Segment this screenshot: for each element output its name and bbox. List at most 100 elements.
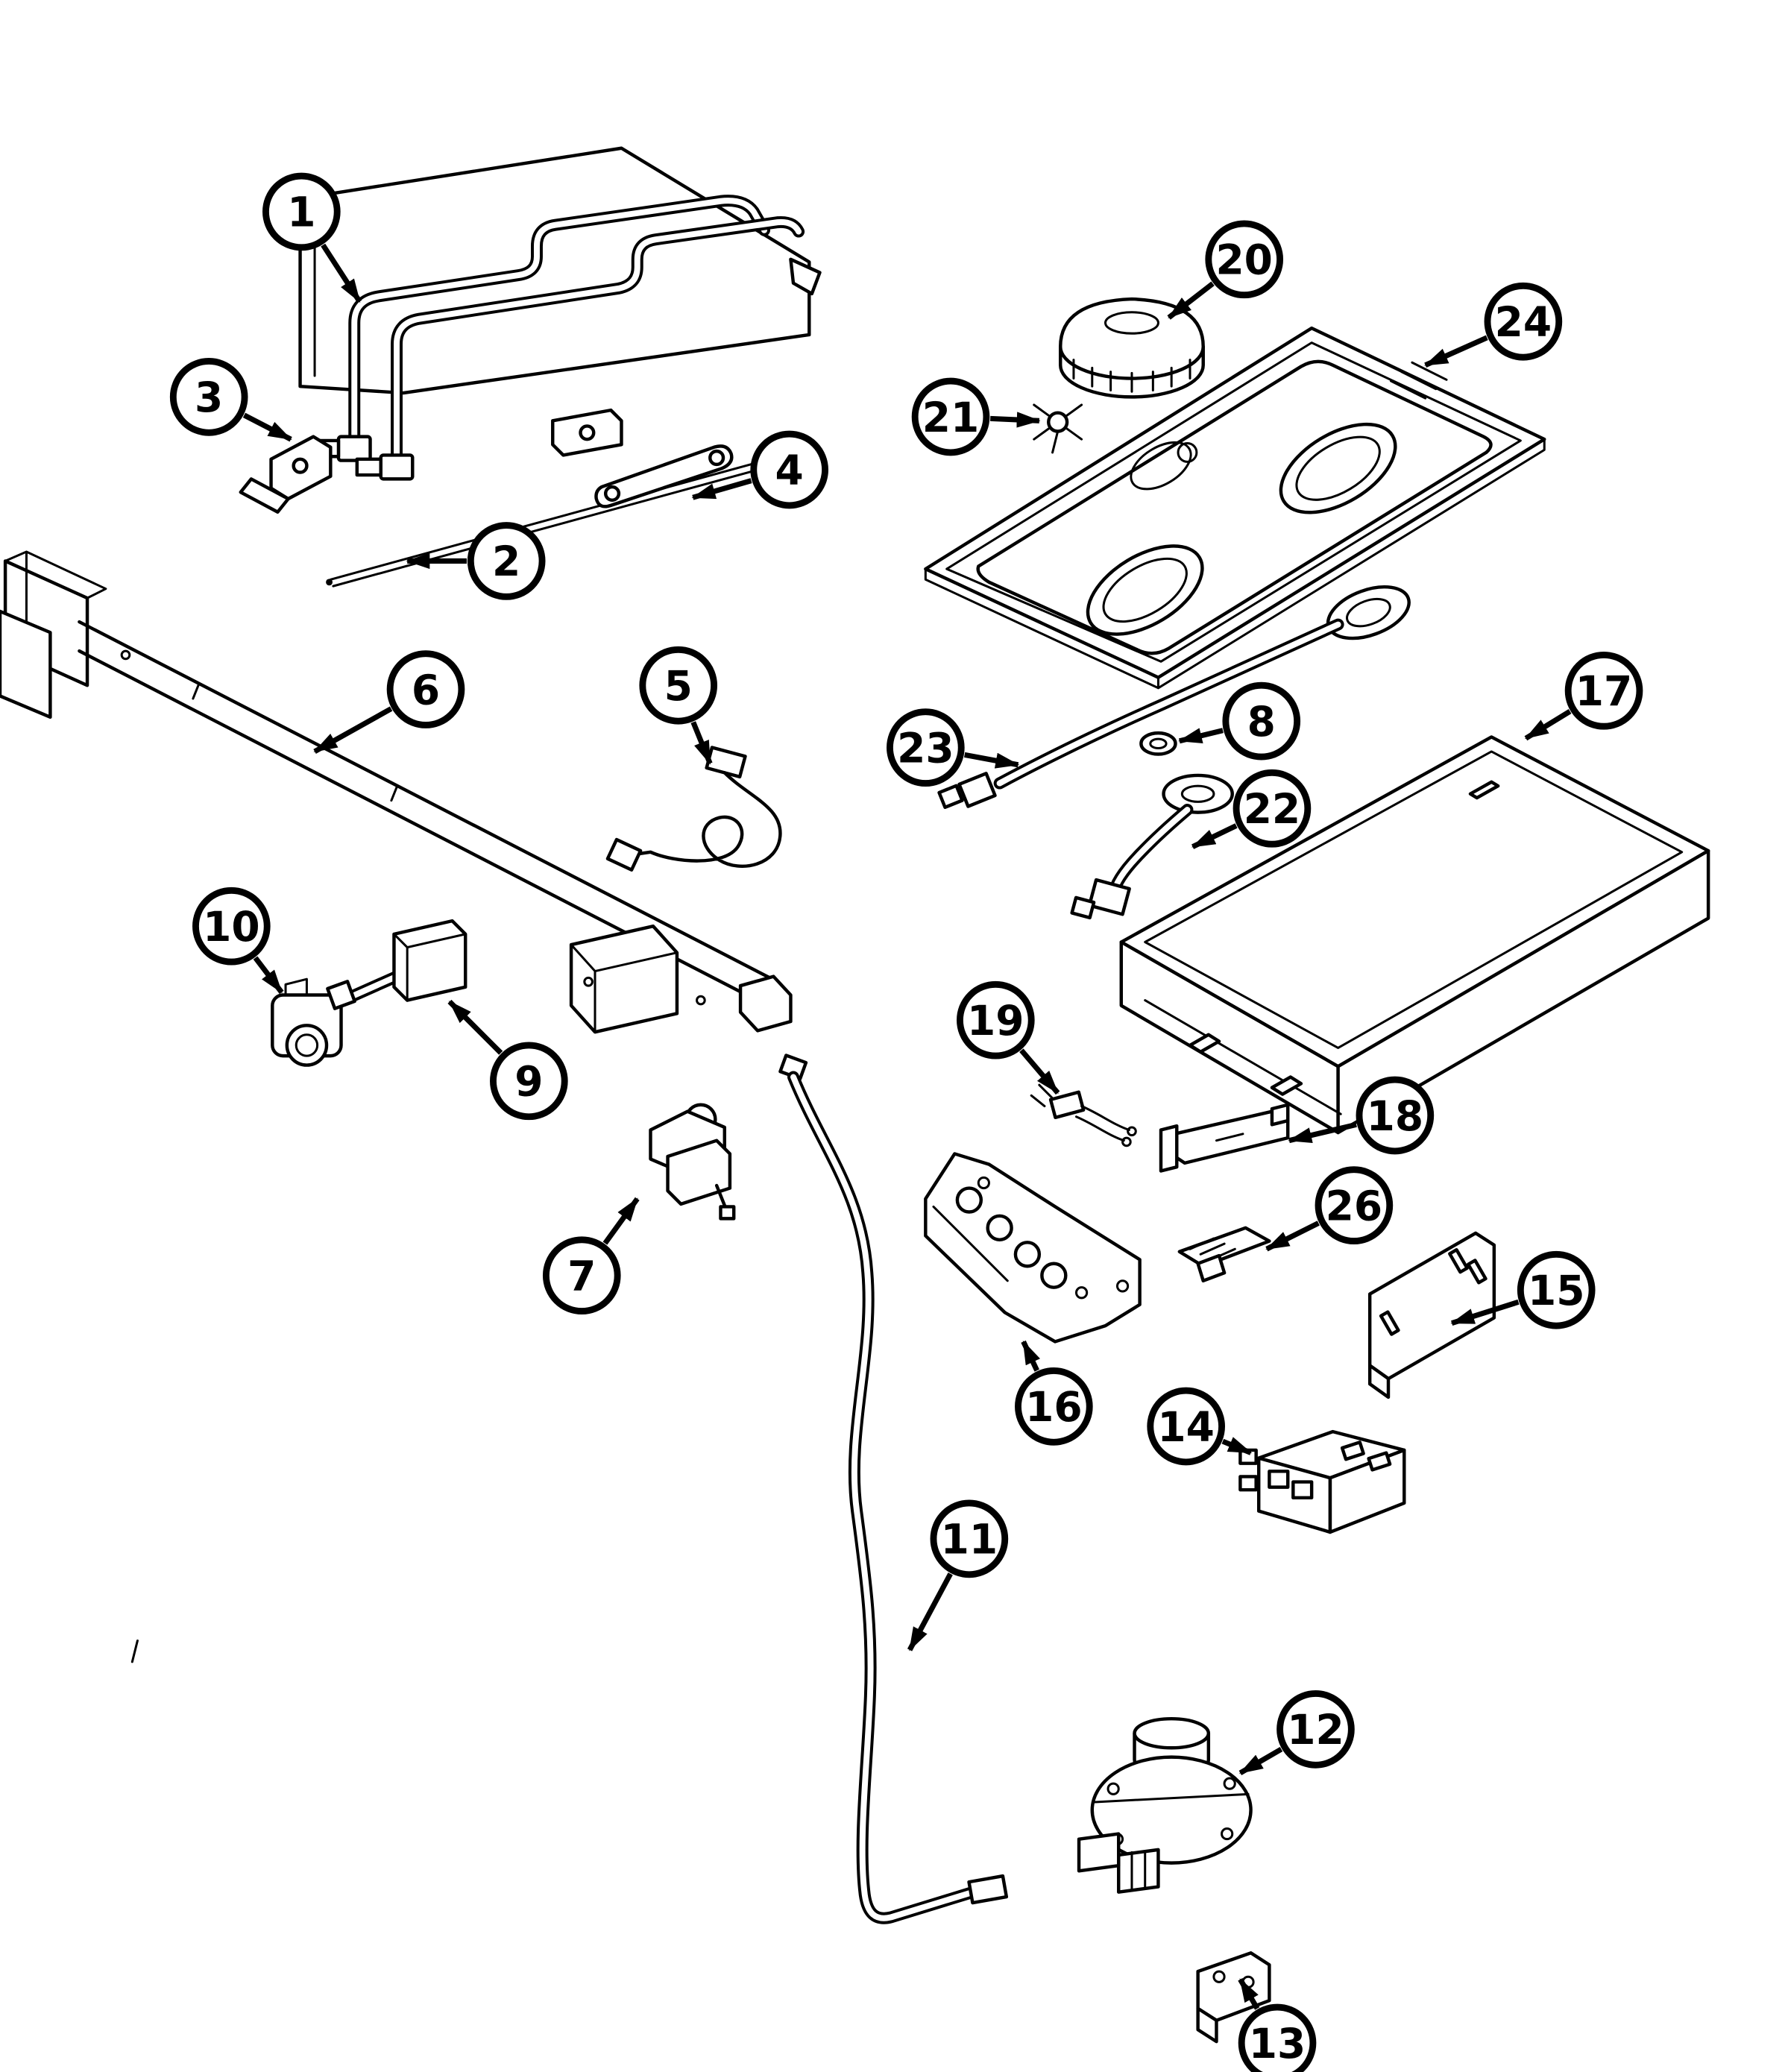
switch-boss: [285, 1024, 329, 1067]
callout-17: 17: [1524, 651, 1643, 741]
bar18-right-tab: [1270, 1103, 1290, 1127]
igniter21-stem: [1051, 430, 1060, 454]
bracket16-hole-1: [955, 1186, 983, 1214]
callout-6: 6: [313, 650, 465, 755]
igniter19-block: [1048, 1090, 1086, 1120]
part-2-rod: [326, 460, 764, 588]
callout-21-arrow: [990, 412, 1041, 428]
part-1-manifold-assembly: [298, 146, 822, 481]
callout-15-arrow: [1450, 1299, 1520, 1326]
electrode-connector: [605, 837, 643, 872]
callouts-layer: 1234567891011121314151617181920212223242…: [169, 172, 1643, 2072]
part-26-ribbed-bracket: [1177, 1226, 1271, 1283]
part-4-link: [594, 444, 734, 508]
callout-16: 16: [1015, 1340, 1093, 1446]
module-terminal-1: [1268, 1470, 1290, 1489]
callout-8-number: 8: [1247, 698, 1276, 746]
part-10-switch: [271, 977, 343, 1067]
regulator-port-threads: [1130, 1850, 1147, 1891]
bracket16-hole-7: [1115, 1279, 1130, 1293]
plate15-slot-3: [1379, 1310, 1400, 1336]
callout-23-number: 23: [897, 724, 954, 772]
rail-top-edge: [78, 620, 779, 983]
callout-13-circle: [1238, 2003, 1317, 2072]
regulator-cap-top: [1133, 1716, 1211, 1750]
valve-stem-inner: [346, 973, 400, 1001]
tube23-flange-outer: [1326, 585, 1411, 640]
callout-17-number: 17: [1575, 667, 1633, 715]
part-21-spark-igniter: [1033, 403, 1083, 454]
callout-2: 2: [406, 522, 546, 600]
part-20-burner-cap: [1058, 297, 1205, 399]
igniter19-terminal-1: [1127, 1126, 1137, 1137]
part-14-spark-module: [1238, 1429, 1406, 1534]
callout-1-number: 1: [287, 189, 315, 236]
panel-hook: [789, 257, 822, 296]
callout-2-circle: [467, 522, 546, 600]
callout-24-arrow: [1424, 335, 1488, 368]
plate15-body: [1367, 1231, 1496, 1381]
tube23-fitting-nub: [937, 784, 964, 810]
bar18-left-tab: [1159, 1124, 1179, 1173]
callout-12-arrow: [1238, 1746, 1283, 1776]
electrode-wire: [630, 771, 782, 868]
callout-18: 18: [1288, 1076, 1435, 1155]
burner-cap-ribs: [1072, 359, 1191, 393]
callout-15-number: 15: [1528, 1267, 1585, 1314]
callout-26: 26: [1265, 1166, 1394, 1252]
callout-20: 20: [1167, 220, 1284, 320]
switch-top-tab: [284, 977, 308, 996]
callout-23-circle: [887, 708, 965, 787]
module-terminal-2: [1291, 1480, 1314, 1500]
callout-20-number: 20: [1215, 236, 1273, 284]
callout-12: 12: [1238, 1690, 1355, 1776]
callout-11: 11: [907, 1499, 1009, 1651]
manifold-tube-b-inner: [394, 218, 802, 467]
part-18-bracket-bar: [1159, 1103, 1290, 1173]
callout-5: 5: [639, 646, 718, 765]
igniter21-hub: [1047, 411, 1069, 433]
callout-19: 19: [957, 980, 1060, 1095]
callout-16-arrow: [1021, 1340, 1041, 1372]
callout-7: 7: [542, 1197, 640, 1315]
callout-22-circle: [1232, 769, 1312, 848]
box17-floor-hole-1: [1188, 1033, 1221, 1054]
callout-14-arrow: [1221, 1437, 1253, 1455]
venturi-inner: [1110, 807, 1191, 901]
tube23-inner: [996, 621, 1341, 787]
part-7-valve: [649, 1103, 736, 1221]
bracket16-hole-2: [986, 1214, 1013, 1242]
bracket16-fold-line: [932, 1205, 1009, 1282]
plate15-slot-2: [1466, 1259, 1488, 1285]
callout-9-arrow: [447, 999, 503, 1055]
link-hole-right: [708, 449, 725, 467]
callout-17-arrow: [1524, 709, 1572, 741]
plate15-slot-1: [1448, 1248, 1469, 1274]
tube11-end-fitting: [967, 1874, 1009, 1905]
box17-inner-rim: [1144, 750, 1684, 1049]
switch-boss-inner: [295, 1033, 319, 1057]
callout-20-circle: [1205, 220, 1284, 299]
part-3-bracket: [239, 435, 333, 514]
callout-1-arrow: [321, 243, 362, 303]
venturi-fitting-nub: [1070, 895, 1096, 920]
callout-15-circle: [1517, 1250, 1596, 1329]
bracket16-hole-4: [1040, 1262, 1068, 1289]
callout-20-arrow: [1167, 281, 1215, 320]
callout-9-circle: [490, 1042, 568, 1121]
callout-3-circle: [169, 358, 248, 436]
callout-1: 1: [262, 172, 362, 303]
callout-22-arrow: [1191, 823, 1238, 849]
callout-11-arrow: [907, 1572, 953, 1651]
callout-12-circle: [1276, 1690, 1355, 1769]
callout-10-number: 10: [203, 903, 260, 951]
part-19-igniter-electrode: [1030, 1083, 1137, 1147]
rail-tick-2: [390, 786, 398, 802]
cooktop-teardrop-opening: [1130, 441, 1192, 491]
valve-fitting-1: [336, 435, 372, 462]
callout-5-circle: [639, 646, 718, 725]
callout-10-arrow: [253, 956, 284, 995]
callout-14-number: 14: [1157, 1403, 1215, 1451]
part-6-support-rail: [0, 550, 793, 1034]
